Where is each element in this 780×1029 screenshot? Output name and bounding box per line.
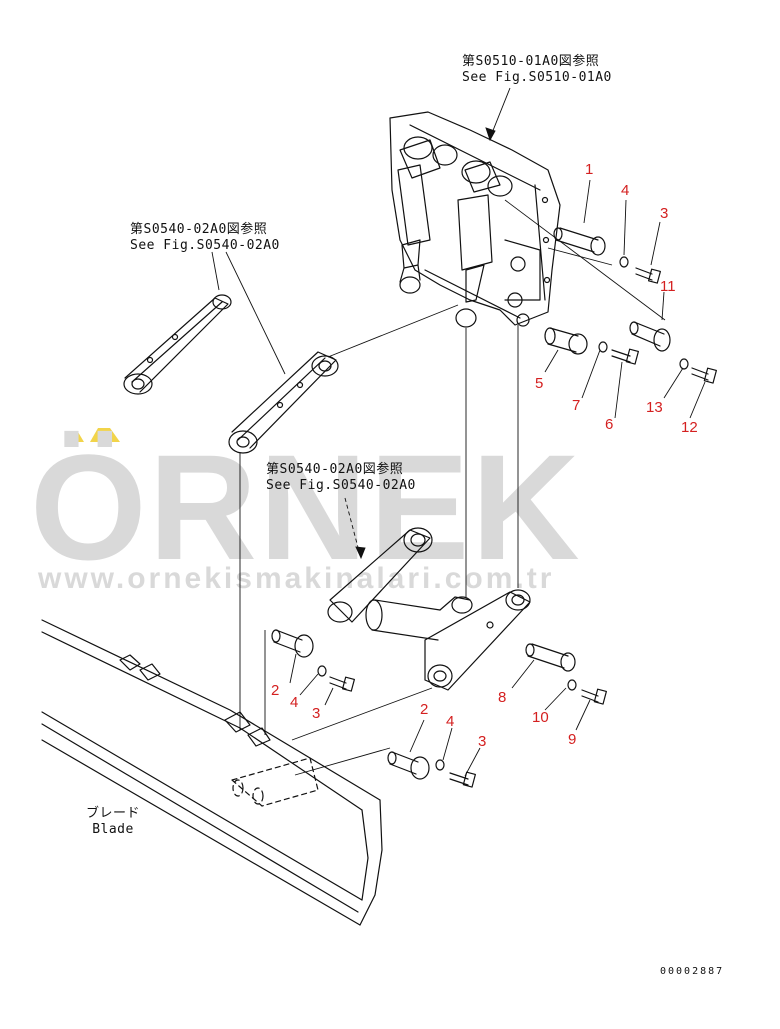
link-arm-upper — [123, 294, 232, 395]
callout-7: 7 — [572, 397, 581, 414]
part-bolt-3a — [635, 267, 661, 284]
blade-pin-bore — [231, 757, 319, 807]
blade-label-en: Blade — [92, 822, 134, 837]
callout-4a: 4 — [621, 182, 630, 199]
callout-6: 6 — [605, 416, 614, 433]
blade-label-jp: ブレード — [86, 806, 141, 821]
part-pin-8 — [525, 643, 576, 672]
callout-1: 1 — [585, 161, 594, 178]
reference-left: 第S0540-02A0図参照 See Fig.S0540-02A0 — [130, 222, 280, 254]
callout-9: 9 — [568, 731, 577, 748]
callout-2b: 2 — [420, 701, 429, 718]
callout-13: 13 — [646, 399, 663, 416]
callout-5: 5 — [535, 375, 544, 392]
reference-middle-en: See Fig.S0540-02A0 — [266, 478, 416, 493]
link-arm-lower — [228, 351, 339, 454]
reference-top-jp: 第S0510-01A0図参照 — [462, 54, 600, 69]
part-washer-4a — [619, 256, 629, 268]
callout-4c: 4 — [446, 713, 455, 730]
part-washer-13 — [679, 358, 689, 370]
part-sleeve-11 — [629, 321, 671, 352]
part-bolt-6 — [611, 348, 639, 365]
blade — [41, 619, 383, 926]
cylinder-bracket-assembly — [389, 111, 561, 328]
callout-2a: 2 — [271, 682, 280, 699]
part-pin-2b — [387, 751, 430, 780]
part-washer-10 — [567, 679, 577, 691]
reference-top: 第S0510-01A0図参照 See Fig.S0510-01A0 — [462, 54, 612, 86]
watermark-brand: ÖRNEK — [30, 423, 582, 591]
callout-3b: 3 — [312, 705, 321, 722]
part-pin-2a — [271, 629, 314, 658]
callout-8: 8 — [498, 689, 507, 706]
part-bolt-9 — [581, 688, 607, 705]
part-washer-4c — [435, 759, 445, 771]
part-bolt-3b — [329, 676, 355, 692]
document-number: 00002887 — [660, 966, 725, 977]
callout-3a: 3 — [660, 205, 669, 222]
reference-left-jp: 第S0540-02A0図参照 — [130, 222, 268, 237]
callout-12: 12 — [681, 419, 698, 436]
part-bolt-12 — [691, 367, 717, 384]
reference-middle: 第S0540-02A0図参照 See Fig.S0540-02A0 — [266, 462, 416, 494]
blade-label: ブレード Blade — [86, 806, 140, 838]
part-bushing-5 — [544, 327, 588, 355]
part-bolt-3c — [449, 771, 476, 788]
reference-left-en: See Fig.S0540-02A0 — [130, 238, 280, 253]
reference-top-en: See Fig.S0510-01A0 — [462, 70, 612, 85]
part-washer-4b — [317, 665, 327, 677]
callout-4b: 4 — [290, 694, 299, 711]
reference-middle-jp: 第S0540-02A0図参照 — [266, 462, 404, 477]
center-yoke — [327, 527, 531, 691]
part-washer-7 — [598, 341, 608, 353]
callout-11: 11 — [660, 278, 676, 295]
callout-10: 10 — [532, 709, 549, 726]
callout-3c: 3 — [478, 733, 487, 750]
part-pin-1 — [553, 227, 606, 256]
